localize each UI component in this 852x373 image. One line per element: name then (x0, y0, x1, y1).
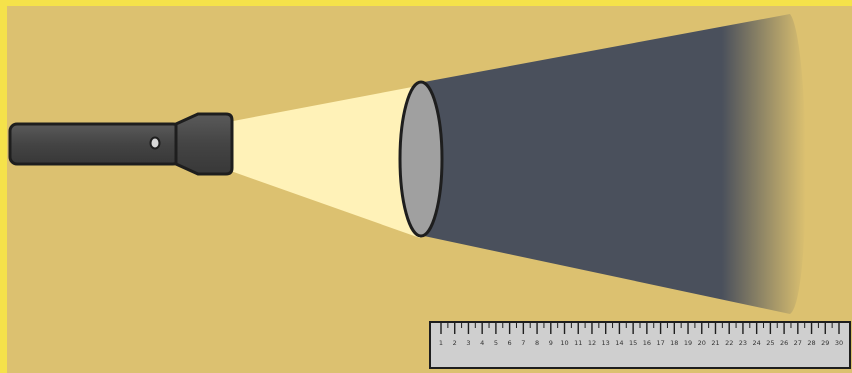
ruler-number: 27 (794, 339, 802, 347)
ruler-number: 20 (698, 339, 706, 347)
ruler-number: 15 (629, 339, 637, 347)
ruler-number: 16 (643, 339, 651, 347)
ruler-number: 25 (766, 339, 774, 347)
ruler-number: 29 (821, 339, 829, 347)
ruler-number: 13 (602, 339, 610, 347)
ruler-number: 30 (835, 339, 843, 347)
ruler-number: 5 (494, 339, 498, 347)
ruler-number: 6 (508, 339, 512, 347)
ruler-number: 14 (615, 339, 623, 347)
ruler-number: 10 (560, 339, 568, 347)
disc-object (400, 82, 442, 236)
ruler-number: 17 (656, 339, 664, 347)
ruler-number: 18 (670, 339, 678, 347)
flashlight-icon (10, 114, 232, 174)
ruler-number: 3 (466, 339, 470, 347)
ruler-number: 21 (711, 339, 719, 347)
ruler-number: 24 (753, 339, 761, 347)
ruler-number: 12 (588, 339, 596, 347)
ruler-number: 22 (725, 339, 733, 347)
ruler-number: 26 (780, 339, 788, 347)
ruler-number: 8 (535, 339, 539, 347)
ruler-number: 4 (480, 339, 484, 347)
ruler-number: 2 (453, 339, 457, 347)
ruler-number: 28 (807, 339, 815, 347)
ruler-number: 1 (439, 339, 443, 347)
ruler-number: 23 (739, 339, 747, 347)
ruler-number: 7 (521, 339, 525, 347)
ruler-number: 19 (684, 339, 692, 347)
ruler-number: 9 (549, 339, 553, 347)
ruler-number: 11 (574, 339, 582, 347)
